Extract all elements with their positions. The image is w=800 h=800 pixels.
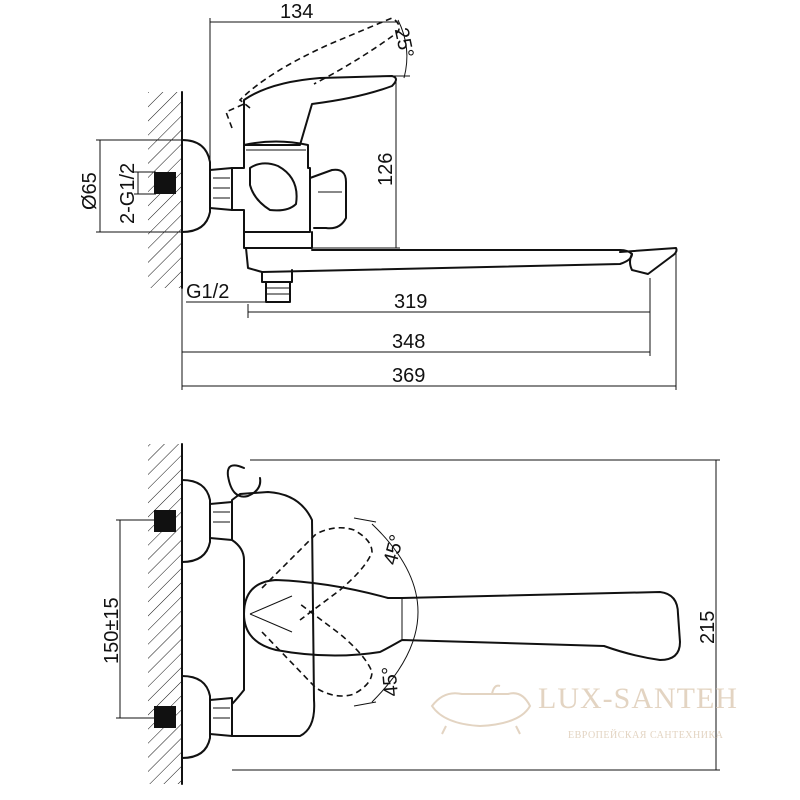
wall-flange-top — [154, 139, 233, 233]
watermark: LUX-SANTEH ЕВРОПЕЙСКАЯ САНТЕХНИКА — [430, 682, 738, 741]
dim-reach: 348 — [392, 331, 425, 353]
wall-hatch-bottom — [148, 443, 183, 785]
dimension-lines-bottom — [116, 459, 720, 771]
dim-thread-inlets: 2-G1/2 — [117, 163, 139, 224]
dim-angle-handle: 25° — [390, 26, 418, 60]
top-view: 45° 45° 150±15 215 — [101, 443, 720, 785]
dim-width-top: 134 — [280, 1, 313, 23]
mixer-body-side — [231, 140, 347, 249]
handle-lever-raised-dashed — [238, 17, 400, 109]
watermark-brand: LUX-SANTEH — [538, 682, 738, 715]
dimension-lines-top — [96, 18, 677, 390]
spout-side — [245, 247, 678, 303]
side-view: 134 25° 126 Ø65 2-G1/2 G1/2 319 348 369 — [79, 1, 678, 390]
shower-hook — [226, 464, 262, 498]
dim-angle-lower: 45° — [378, 665, 403, 697]
handle-spout-top — [243, 579, 681, 661]
dim-center-distance: 150±15 — [101, 597, 123, 664]
dim-thread-outlet: G1/2 — [186, 281, 229, 303]
mixer-body-top — [231, 491, 316, 737]
dim-spout-length: 319 — [394, 291, 427, 313]
handle-rotated-lower-dashed — [261, 603, 373, 697]
dim-angle-upper: 45° — [380, 532, 409, 567]
dim-diameter: Ø65 — [79, 172, 101, 210]
bathtub-logo — [430, 684, 532, 735]
dim-total-length: 369 — [392, 365, 425, 387]
dim-depth: 215 — [697, 611, 719, 644]
handle-rotated-upper-dashed — [261, 526, 373, 621]
handle-lever-side — [243, 75, 397, 146]
watermark-tagline: ЕВРОПЕЙСКАЯ САНТЕХНИКА — [568, 729, 724, 741]
dim-height: 126 — [375, 153, 397, 186]
lower-connection — [154, 675, 233, 759]
